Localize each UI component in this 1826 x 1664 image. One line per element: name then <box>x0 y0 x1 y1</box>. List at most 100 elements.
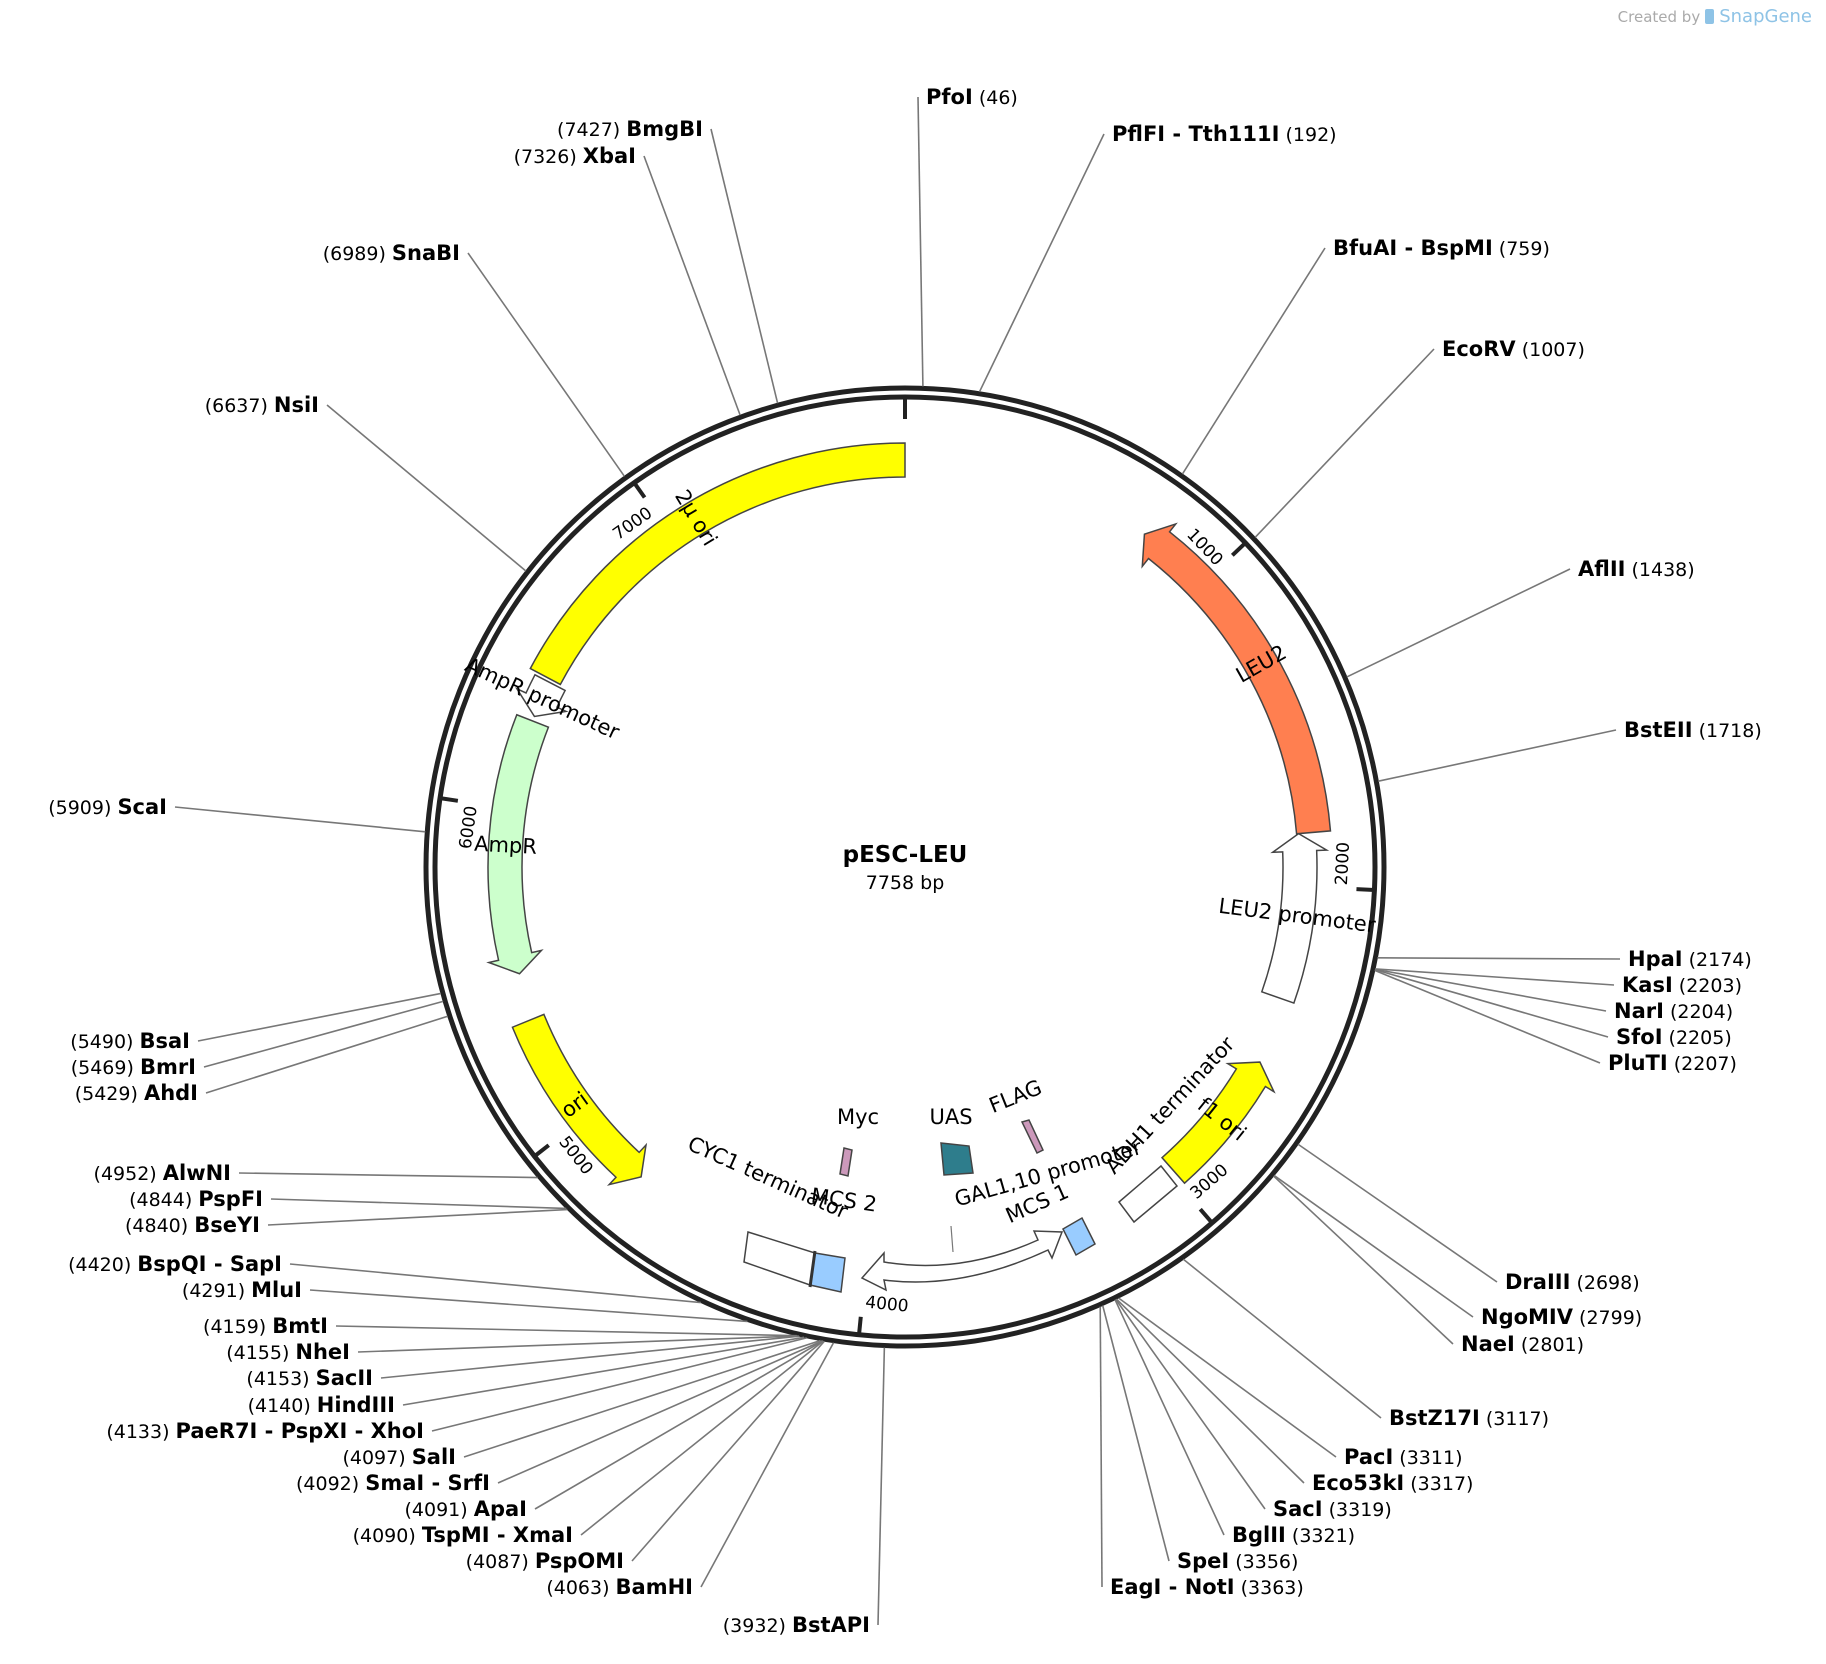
site-apai: (4091) ApaI <box>405 1497 528 1521</box>
site-leader <box>289 1263 702 1304</box>
feature-shape <box>1160 1061 1276 1185</box>
site-bmti: (4159) BmtI <box>203 1314 328 1338</box>
site-pflfi: PflFI - Tth111I (192) <box>1112 122 1337 146</box>
site-leader <box>1181 247 1326 475</box>
feature-shape <box>486 713 550 975</box>
feature-flag: FLAG <box>986 1075 1046 1155</box>
site-alwni: (4952) AlwNI <box>94 1161 231 1185</box>
feature-label: CYC1 terminator <box>684 1132 851 1224</box>
site-leader <box>877 1347 886 1626</box>
feature-shape <box>743 1231 816 1287</box>
site-leader <box>700 1342 835 1588</box>
site-label: (5909) ScaI <box>48 795 167 819</box>
site-bsteii: BstEII (1718) <box>1624 718 1762 742</box>
site-label: BstEII (1718) <box>1624 718 1762 742</box>
mcs-boundary <box>808 1250 817 1288</box>
site-leader <box>1374 968 1609 1038</box>
site-leader <box>1118 1297 1337 1458</box>
feature-shape <box>1117 1164 1179 1224</box>
site-nsii: (6637) NsiI <box>205 393 319 417</box>
site-xbai: (7326) XbaI <box>514 144 636 168</box>
feature-leu2: LEU2 <box>1141 522 1332 835</box>
tick-mark <box>439 796 459 803</box>
site-label: (7326) XbaI <box>514 144 636 168</box>
site-leader <box>1273 1175 1454 1345</box>
site-label: (4090) TspMI - XmaI <box>353 1523 573 1547</box>
feature-label: AmpR <box>474 832 538 859</box>
gal-promoter-shape <box>860 1230 1064 1292</box>
site-leader <box>1115 1298 1305 1484</box>
site-ngomiv: NgoMIV (2799) <box>1481 1305 1642 1329</box>
feature-uas: UAS <box>929 1105 974 1176</box>
site-leader <box>1101 1305 1170 1562</box>
site-hindiii: (4140) HindIII <box>248 1393 395 1417</box>
site-leader <box>357 1335 799 1353</box>
site-label: EagI - NotI (3363) <box>1110 1575 1304 1599</box>
site-label: PacI (3311) <box>1344 1445 1462 1469</box>
plasmid-name: pESC-LEU <box>843 842 968 868</box>
site-leader <box>643 155 741 416</box>
site-pfoi: PfoI (46) <box>926 85 1018 109</box>
credit-prefix: Created by <box>1617 7 1701 26</box>
site-label: BfuAI - BspMI (759) <box>1333 236 1550 260</box>
site-ahdi: (5429) AhdI <box>75 1081 198 1105</box>
site-bglii: BglII (3321) <box>1232 1523 1355 1547</box>
site-leader <box>203 1000 444 1068</box>
site-label: SfoI (2205) <box>1616 1025 1732 1049</box>
site-kasi: KasI (2203) <box>1622 973 1742 997</box>
site-leader <box>1374 969 1601 1064</box>
site-leader <box>710 128 779 404</box>
site-naei: NaeI (2801) <box>1461 1332 1584 1356</box>
site-leader <box>580 1340 824 1536</box>
site-leader <box>1378 729 1617 782</box>
site-paer7i: (4133) PaeR7I - PspXI - XhoI <box>106 1419 424 1443</box>
site-leader-lines <box>174 96 1621 1626</box>
site-label: EcoRV (1007) <box>1442 337 1585 361</box>
site-leader <box>267 1208 568 1226</box>
feature-myc: Myc <box>837 1105 879 1177</box>
tick-mark <box>632 481 647 499</box>
site-scai: (5909) ScaI <box>48 795 167 819</box>
site-leader <box>1374 968 1607 1012</box>
site-bmgbi: (7427) BmgBI <box>557 117 703 141</box>
site-label: (4097) SalI <box>342 1445 456 1469</box>
site-sfoi: SfoI (2205) <box>1616 1025 1732 1049</box>
site-label: (6637) NsiI <box>205 393 319 417</box>
site-leader <box>534 1340 824 1510</box>
site-label: (5490) BsaI <box>70 1029 190 1053</box>
site-nari: NarI (2204) <box>1614 999 1733 1023</box>
feature-label: FLAG <box>986 1075 1046 1118</box>
feature-shape <box>1141 522 1332 835</box>
site-label: (4291) MluI <box>182 1278 302 1302</box>
tick-mark <box>857 1316 863 1335</box>
site-label: HpaI (2174) <box>1628 947 1752 971</box>
site-label: PluTI (2207) <box>1608 1051 1737 1075</box>
site-leader <box>497 1340 823 1484</box>
site-leader <box>917 96 924 387</box>
site-hpai: HpaI (2174) <box>1628 947 1752 971</box>
snapgene-logo-icon <box>1705 9 1715 24</box>
feature-label: UAS <box>929 1105 972 1129</box>
snapgene-credit: Created by SnapGene <box>1618 6 1812 27</box>
site-bstz17i: BstZ17I (3117) <box>1389 1406 1549 1430</box>
site-draiii: DraIII (2698) <box>1505 1270 1640 1294</box>
site-bsai: (5490) BsaI <box>70 1029 190 1053</box>
site-label: (4153) SacII <box>246 1366 373 1390</box>
site-bfuai: BfuAI - BspMI (759) <box>1333 236 1550 260</box>
tick-mark <box>1356 887 1375 893</box>
site-bstapi: (3932) BstAPI <box>723 1613 870 1637</box>
site-label: NaeI (2801) <box>1461 1332 1584 1356</box>
feature-ampr: AmpR <box>474 713 550 975</box>
site-label: (4092) SmaI - SrfI <box>296 1471 490 1495</box>
site-leader <box>205 1015 448 1094</box>
site-leader <box>326 404 527 572</box>
site-leader <box>270 1198 567 1210</box>
site-label: (4420) BspQI - SapI <box>68 1252 282 1276</box>
site-bseyi: (4840) BseYI <box>125 1213 260 1237</box>
site-label: SacI (3319) <box>1273 1497 1392 1521</box>
site-pspfi: (4844) PspFI <box>129 1187 263 1211</box>
site-leader <box>467 252 626 477</box>
tick-mark <box>1198 1207 1214 1225</box>
site-sali: (4097) SalI <box>342 1445 456 1469</box>
feature-shape <box>940 1142 974 1176</box>
